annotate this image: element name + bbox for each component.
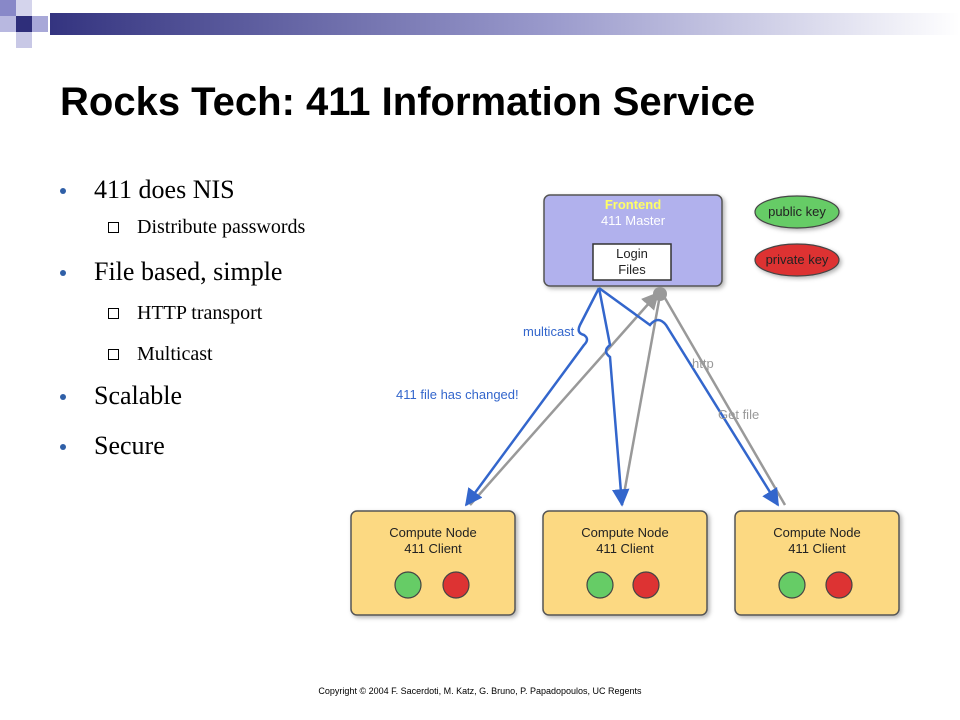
node-label-line1: Compute Node bbox=[581, 525, 668, 540]
login-files-line2: Files bbox=[618, 262, 646, 277]
node-label-line1: Compute Node bbox=[773, 525, 860, 540]
bullet-text: Scalable bbox=[94, 381, 183, 410]
private-key-dot-icon bbox=[825, 571, 853, 599]
login-files-line1: Login bbox=[616, 246, 648, 261]
public-key-badge: public key bbox=[754, 195, 840, 229]
public-key-dot-icon bbox=[586, 571, 614, 599]
multicast-lines bbox=[464, 286, 780, 507]
copyright-footer: Copyright © 2004 F. Sacerdoti, M. Katz, … bbox=[318, 686, 642, 696]
compute-node-3: Compute Node 411 Client bbox=[734, 510, 900, 616]
bullet-item: Scalable bbox=[60, 381, 390, 411]
public-key-dot-icon bbox=[394, 571, 422, 599]
sub-bullet-item: Multicast bbox=[60, 342, 390, 366]
network-diagram: Frontend 411 Master Login Files public k… bbox=[350, 194, 900, 616]
sub-bullet-item: HTTP transport bbox=[60, 301, 390, 325]
private-key-dot-icon bbox=[632, 571, 660, 599]
public-key-label: public key bbox=[768, 204, 826, 219]
file-changed-label: 411 file has changed! bbox=[396, 387, 519, 402]
square-bullet-icon bbox=[108, 349, 119, 360]
multicast-label: multicast bbox=[523, 324, 575, 339]
frontend-subtitle: 411 Master bbox=[601, 213, 666, 228]
get-file-label: Get file bbox=[718, 407, 759, 422]
http-label: http bbox=[692, 356, 714, 371]
bullet-text: Secure bbox=[94, 431, 165, 460]
private-key-badge: private key bbox=[754, 243, 840, 277]
slide-title: Rocks Tech: 411 Information Service bbox=[60, 80, 756, 124]
header-decoration bbox=[0, 0, 960, 48]
frontend-title: Frontend bbox=[605, 197, 661, 212]
node-label-line2: 411 Client bbox=[596, 541, 654, 556]
compute-node-2: Compute Node 411 Client bbox=[542, 510, 708, 616]
sub-bullet-text: Distribute passwords bbox=[137, 216, 306, 238]
bullet-dot-icon bbox=[60, 188, 66, 194]
bullet-dot-icon bbox=[60, 270, 66, 276]
sub-bullet-item: Distribute passwords bbox=[60, 215, 390, 239]
bullet-dot-icon bbox=[60, 444, 66, 450]
bullet-dot-icon bbox=[60, 394, 66, 400]
node-label-line1: Compute Node bbox=[389, 525, 476, 540]
frontend-box: Frontend 411 Master Login Files bbox=[543, 194, 723, 287]
square-bullet-icon bbox=[108, 308, 119, 319]
sub-bullet-text: Multicast bbox=[137, 343, 213, 365]
sub-bullet-text: HTTP transport bbox=[137, 302, 263, 324]
bullet-item: File based, simple bbox=[60, 257, 390, 287]
square-bullet-icon bbox=[108, 222, 119, 233]
bullet-list: 411 does NIS Distribute passwords File b… bbox=[60, 175, 390, 461]
compute-node-1: Compute Node 411 Client bbox=[350, 510, 516, 616]
private-key-dot-icon bbox=[442, 571, 470, 599]
private-key-label: private key bbox=[766, 252, 829, 267]
bullet-text: File based, simple bbox=[94, 257, 283, 286]
node-label-line2: 411 Client bbox=[788, 541, 846, 556]
bullet-item: Secure bbox=[60, 431, 390, 461]
http-lines bbox=[469, 287, 787, 506]
public-key-dot-icon bbox=[778, 571, 806, 599]
bullet-item: 411 does NIS bbox=[60, 175, 390, 205]
bullet-text: 411 does NIS bbox=[94, 175, 235, 204]
node-label-line2: 411 Client bbox=[404, 541, 462, 556]
